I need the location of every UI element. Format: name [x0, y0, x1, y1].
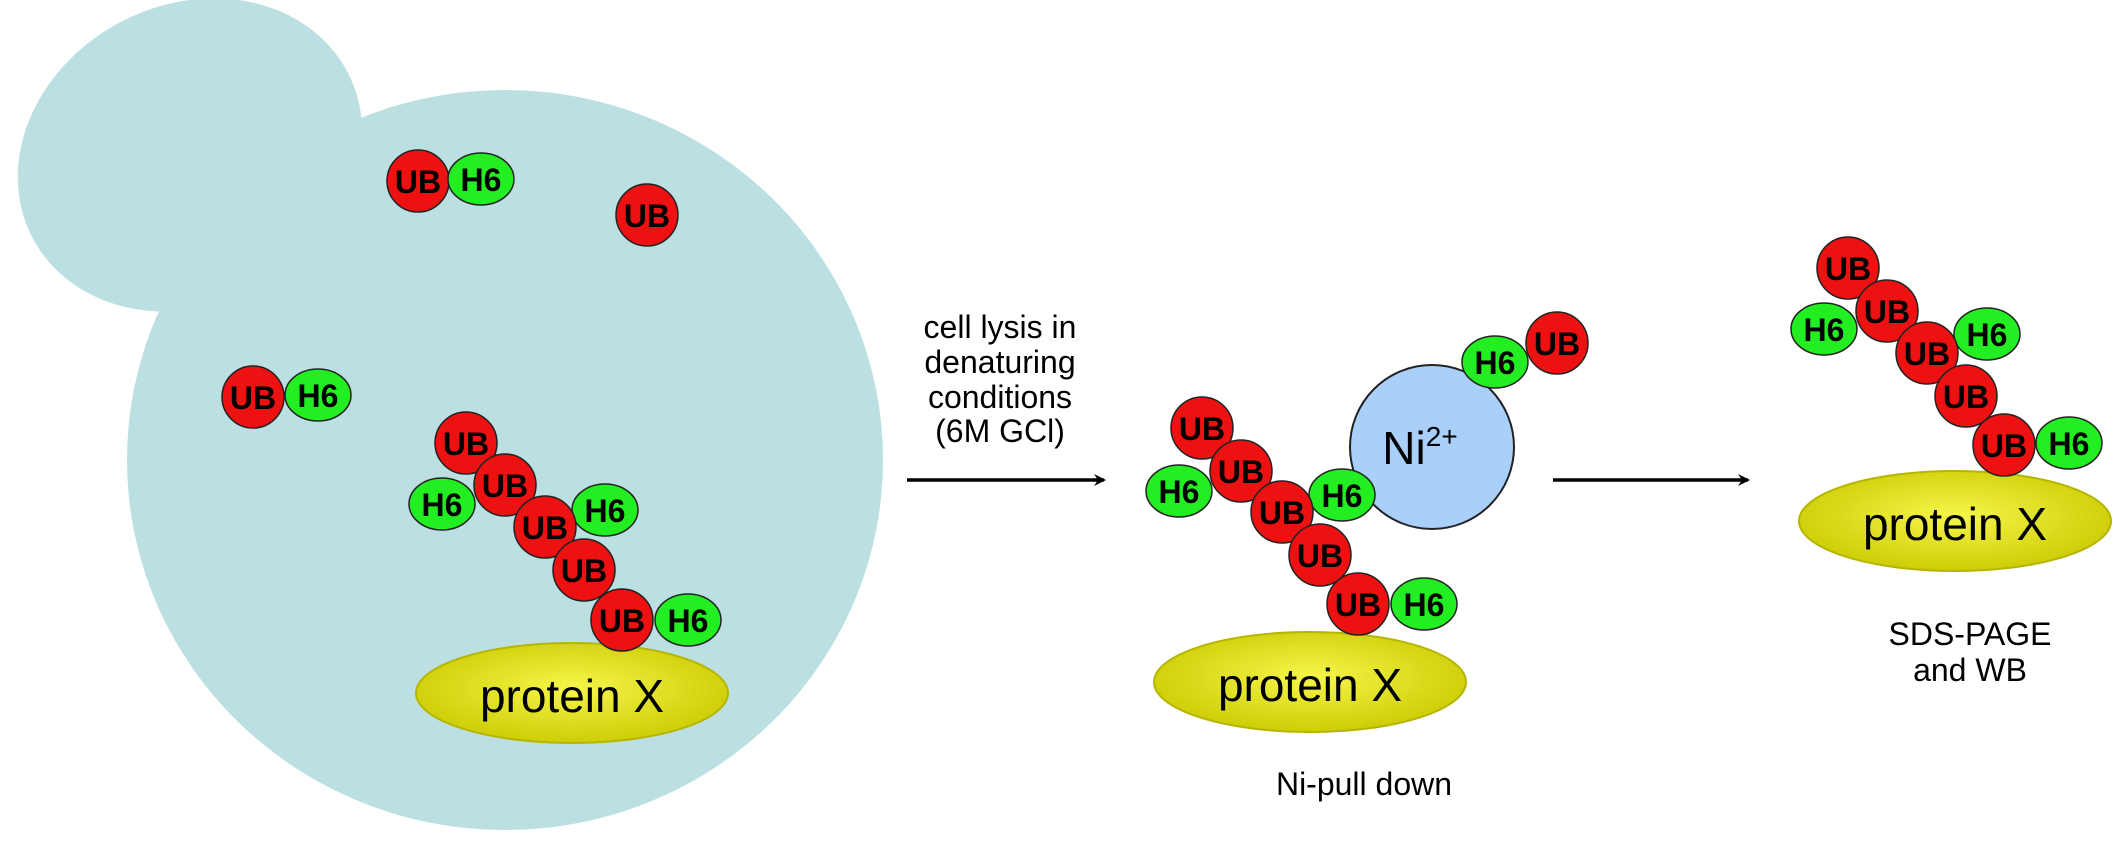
his-tag	[1953, 307, 2021, 361]
lysis-text-line-4: (6M GCl)	[935, 413, 1065, 449]
h6-label: H6	[585, 493, 626, 529]
h6-label: H6	[2049, 426, 2090, 462]
nickel-base: Ni	[1382, 422, 1425, 474]
h6-label: H6	[461, 162, 502, 198]
step-sds-page-wb: protein X H6 H6 H6 UB UB UB UB UB SDS-PA…	[1790, 236, 2112, 688]
his-tag	[1790, 302, 1858, 356]
ub-label: UB	[1825, 251, 1871, 287]
ubiquitin	[434, 411, 498, 475]
ub-label: UB	[395, 164, 441, 200]
lysis-text-line-1: cell lysis in	[924, 309, 1077, 345]
ub-label: UB	[1904, 336, 1950, 372]
his-tag	[1145, 464, 1213, 518]
lysis-text-line-3: conditions	[928, 379, 1072, 415]
ub-label: UB	[624, 198, 670, 234]
ub-label: UB	[1179, 411, 1225, 447]
ubiquitin	[1250, 480, 1314, 544]
ub-label: UB	[561, 553, 607, 589]
ubiquitin	[1855, 279, 1919, 343]
his-tag	[1308, 468, 1376, 522]
ubiquitin	[1895, 321, 1959, 385]
ub-label: UB	[1864, 294, 1910, 330]
ubiquitin	[1525, 311, 1589, 375]
h6-label: H6	[1475, 345, 1516, 381]
his-tag	[571, 483, 639, 537]
h6-label: H6	[422, 487, 463, 523]
ub-label: UB	[482, 468, 528, 504]
h6-label: H6	[298, 378, 339, 414]
ubiquitin	[590, 588, 654, 652]
his-tag	[408, 477, 476, 531]
protein-x-label: protein X	[480, 670, 664, 722]
cell-ubiquitinated-protein: protein X H6 H6 H6 UB UB UB UB UB	[408, 411, 729, 744]
protein-x	[415, 642, 729, 744]
nickel-charge: 2+	[1426, 421, 1458, 452]
protein-x	[1798, 470, 2112, 572]
h6-label: H6	[1159, 474, 1200, 510]
ub-label: UB	[1297, 538, 1343, 574]
ub-label: UB	[1534, 326, 1580, 362]
h6-label: H6	[1404, 587, 1445, 623]
protein-x	[1153, 631, 1467, 733]
ub-label: UB	[599, 603, 645, 639]
ubiquitin	[1816, 236, 1880, 300]
ub-label: UB	[230, 380, 276, 416]
protein-x-label: protein X	[1218, 659, 1402, 711]
protein-x-label: protein X	[1863, 498, 2047, 550]
his-tag	[447, 152, 515, 206]
h6-label: H6	[668, 603, 709, 639]
lysis-text-line-2: denaturing	[924, 344, 1075, 380]
sds-page-label-line-2: and WB	[1913, 652, 2027, 688]
ub-label: UB	[1218, 454, 1264, 490]
h6-label: H6	[1804, 312, 1845, 348]
ubiquitin	[1288, 523, 1352, 587]
his-tag	[284, 368, 352, 422]
ub-label: UB	[443, 426, 489, 462]
ub-label: UB	[1943, 379, 1989, 415]
ub-label: UB	[1981, 428, 2027, 464]
ubiquitin	[1972, 413, 2036, 477]
his-tag	[654, 593, 722, 647]
ubiquitin	[615, 183, 679, 247]
ub-label: UB	[522, 510, 568, 546]
his-tag	[1461, 335, 1529, 389]
ubiquitin	[221, 365, 285, 429]
his-tag	[2035, 416, 2103, 470]
nickel-label: Ni2+	[1382, 421, 1457, 474]
ub-label: UB	[1335, 587, 1381, 623]
ubiquitin	[552, 538, 616, 602]
step-ni-pull-down: Ni2+ H6 UB protein X H6 H6 H6 UB UB UB U…	[1145, 311, 1589, 802]
ubiquitin	[1209, 439, 1273, 503]
sds-page-label-line-1: SDS-PAGE	[1889, 616, 2052, 652]
ubiquitin	[513, 495, 577, 559]
ubiquitin	[473, 453, 537, 517]
ubiquitin	[1326, 572, 1390, 636]
cell-free-ubiquitins: UB H6 UB UB H6	[221, 149, 679, 429]
h6-label: H6	[1322, 478, 1363, 514]
ubiquitin	[1934, 364, 1998, 428]
step-lysis: cell lysis in denaturing conditions (6M …	[907, 309, 1106, 486]
nickel-bead	[1349, 364, 1515, 530]
h6-label: H6	[1967, 317, 2008, 353]
ni-pull-down-label: Ni-pull down	[1276, 766, 1452, 802]
ub-label: UB	[1259, 495, 1305, 531]
ubiquitin	[1170, 396, 1234, 460]
his-tag	[1390, 577, 1458, 631]
